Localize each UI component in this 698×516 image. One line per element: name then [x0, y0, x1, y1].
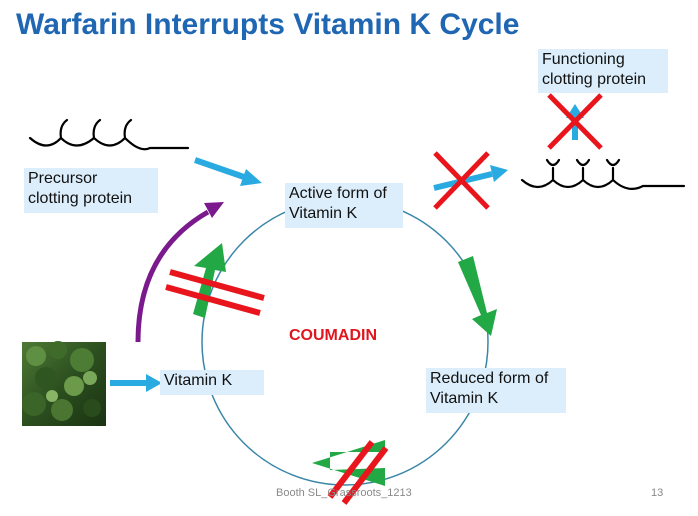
- page-title: Warfarin Interrupts Vitamin K Cycle: [16, 8, 520, 41]
- active-vitamin-k-label: Active form of Vitamin K: [285, 183, 403, 228]
- coumadin-label: COUMADIN: [289, 327, 377, 344]
- precursor-to-active-arrow: [194, 157, 262, 186]
- block-bars-icon: [165, 269, 265, 316]
- reduced-label-line1: Reduced form of: [430, 370, 549, 387]
- functioning-protein-label: Functioning clotting protein: [538, 49, 668, 93]
- block-bars-icon: [327, 440, 389, 505]
- kale-to-vitamin-k-arrow: [110, 374, 162, 392]
- functioning-protein-icon: [520, 158, 686, 191]
- active-label-line1: Active form of: [289, 185, 387, 202]
- x-mark-icon: [433, 151, 490, 210]
- reduced-label-line2: Vitamin K: [430, 390, 499, 407]
- vitamin-k-label: Vitamin K: [160, 370, 264, 395]
- functioning-label-line1: Functioning: [542, 51, 625, 68]
- active-to-reduced-arrow: [458, 256, 497, 336]
- precursor-label-line1: Precursor: [28, 170, 98, 187]
- footer-text: Booth SL_Grassroots_1213: [276, 487, 412, 499]
- reduced-vitamin-k-label: Reduced form of Vitamin K: [426, 368, 566, 413]
- active-label-line2: Vitamin K: [289, 205, 358, 222]
- functioning-label-line2: clotting protein: [542, 71, 647, 88]
- diet-pathway-arrow: [135, 202, 224, 343]
- x-mark-icon: [547, 93, 603, 150]
- precursor-protein-label: Precursor clotting protein: [24, 168, 158, 213]
- kale-leaf-image: [22, 341, 106, 426]
- page-number: 13: [651, 487, 664, 499]
- precursor-label-line2: clotting protein: [28, 190, 133, 207]
- precursor-protein-icon: [28, 118, 190, 151]
